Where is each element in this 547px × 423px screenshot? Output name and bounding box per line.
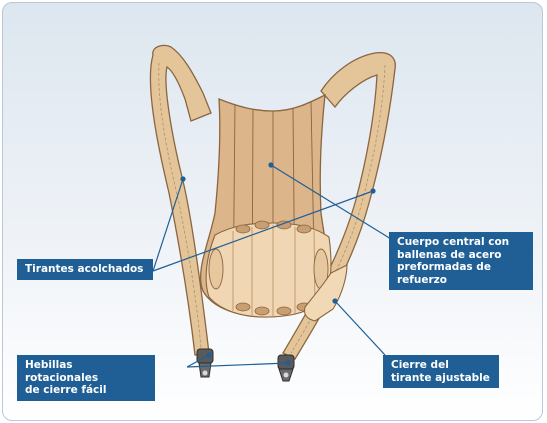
right-buckle (278, 355, 294, 381)
label-tirantes-acolchados: Tirantes acolchados (17, 259, 153, 280)
label-hebillas-rotacionales: Hebillas rotacionales de cierre fácil (17, 355, 155, 401)
left-side-pad (209, 249, 223, 289)
diagram-frame: Tirantes acolchados Cuerpo central con b… (2, 2, 543, 421)
label-cuerpo-central: Cuerpo central con ballenas de acero pre… (389, 232, 533, 290)
label-cierre-tirante: Cierre del tirante ajustable (383, 355, 499, 388)
left-strap (150, 45, 211, 355)
